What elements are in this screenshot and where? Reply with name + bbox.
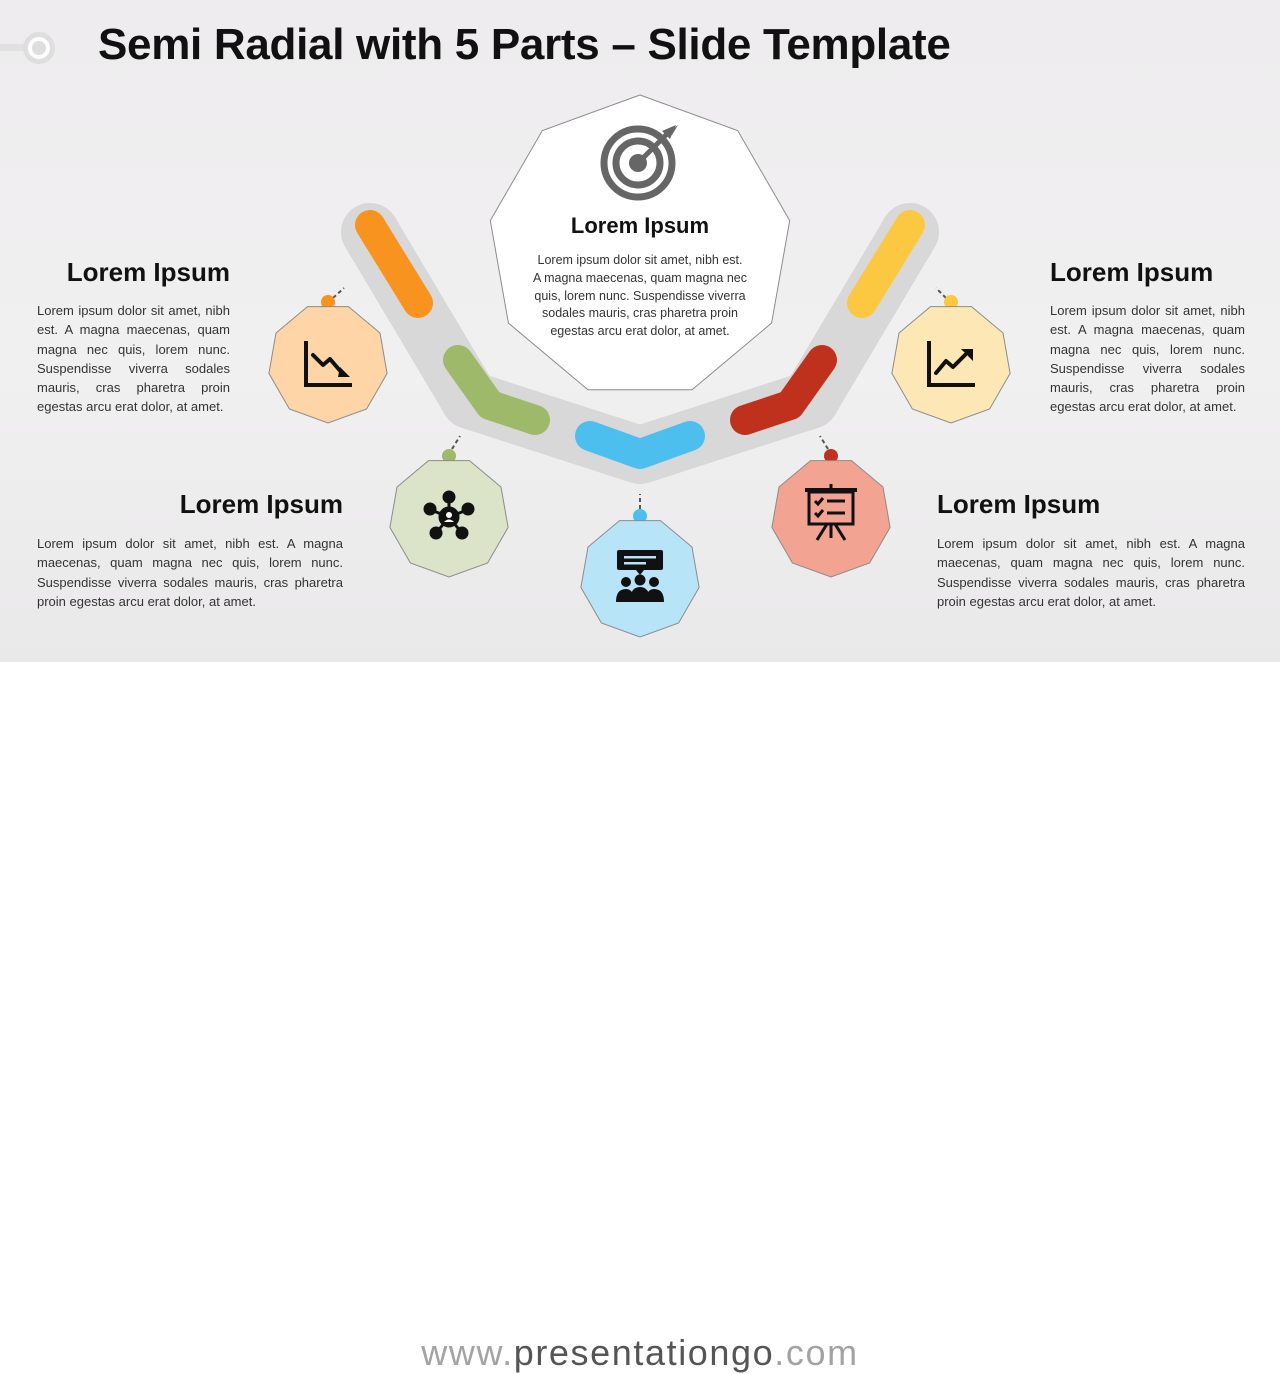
url-suffix: .com [774,1332,859,1373]
website-url[interactable]: www.presentationgo.com [0,1332,1280,1374]
center-body-text: Lorem ipsum dolor sit amet, nibh est. A … [532,253,748,339]
right-bottom-connector [819,435,829,450]
center-octagon [489,94,791,391]
bottom-dot [633,509,647,523]
right-bottom-dot [824,449,838,463]
right-top-segment [847,210,925,318]
left-top-heading: Lorem Ipsum [66,257,230,287]
right-top-body-text: Lorem ipsum dolor sit amet, nibh est. A … [1050,303,1245,415]
target-icon [600,125,678,201]
left-top-connector [332,287,345,299]
left-top-node [268,306,388,424]
presentation-board-icon [805,484,857,541]
left-top-body-text: Lorem ipsum dolor sit amet, nibh est. A … [37,303,230,415]
colored-segments [355,210,925,469]
right-bottom-heading: Lorem Ipsum [937,489,1101,519]
right-bottom-node [771,460,891,578]
right-top-dot [944,295,958,309]
slide-title: Semi Radial with 5 Parts – Slide Templat… [98,20,951,69]
pin-logo-icon [0,32,55,64]
chart-up-icon [927,341,975,387]
left-top-segment [355,210,433,318]
center-heading: Lorem Ipsum [570,213,710,238]
left-top-dot [321,295,335,309]
semi-radial-diagram [0,32,1011,638]
left-bottom-body-text: Lorem ipsum dolor sit amet, nibh est. A … [37,536,343,609]
chart-down-icon [304,341,352,387]
connectors [321,287,958,523]
footer: www.presentationgo.com [0,662,1280,1373]
meeting-icon [616,550,664,602]
network-icon [423,490,475,540]
url-prefix: www. [421,1332,514,1373]
right-bottom-body-text: Lorem ipsum dolor sit amet, nibh est. A … [937,536,1245,609]
right-top-heading: Lorem Ipsum [1050,257,1214,287]
left-bottom-segment [443,345,550,435]
url-main: presentationgo [513,1332,775,1373]
bottom-segment [575,421,705,469]
slide-canvas: Semi Radial with 5 Parts – Slide Templat… [0,0,1280,662]
right-top-connector [935,287,947,299]
left-bottom-dot [442,449,456,463]
left-bottom-heading: Lorem Ipsum [179,489,343,519]
right-bottom-segment [730,345,837,435]
left-bottom-connector [451,435,461,450]
